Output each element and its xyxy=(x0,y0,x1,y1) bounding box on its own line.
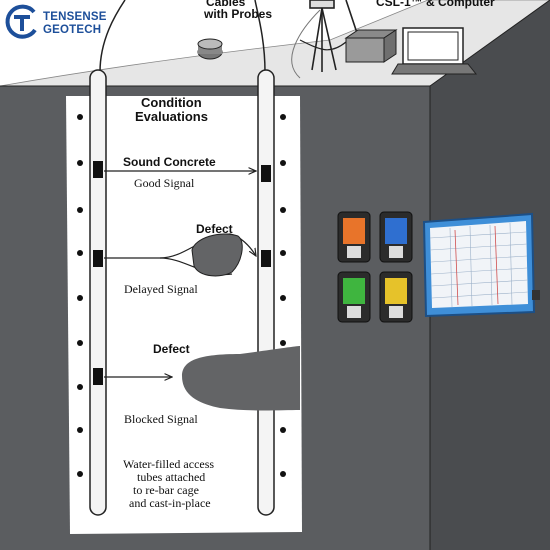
probe-cable-right xyxy=(254,0,266,73)
cable-reel xyxy=(197,38,223,60)
cable-to-computer xyxy=(299,39,347,51)
logo-line1: TENSENSE xyxy=(43,11,107,23)
caption-line1: Water-filled access xyxy=(123,457,215,471)
access-tube-left xyxy=(89,69,107,516)
sound-concrete-label: Sound Concrete xyxy=(123,155,216,169)
laptop xyxy=(391,27,478,75)
access-tube-right xyxy=(257,69,275,516)
delayed-signal-label: Delayed Signal xyxy=(124,282,198,296)
csl-devices xyxy=(337,211,413,323)
cables-label-line2: with Probes xyxy=(204,7,273,21)
monitor-display xyxy=(422,212,540,318)
caption-line2: tubes attached xyxy=(137,470,206,484)
defect-label-2: Defect xyxy=(153,342,190,356)
tripod xyxy=(309,0,359,72)
defect-void-2 xyxy=(182,346,300,411)
title-line2: Evaluations xyxy=(135,109,208,124)
defect-void-1 xyxy=(191,233,243,277)
caption-line4: and cast-in-place xyxy=(129,496,211,510)
shaft-panel xyxy=(66,96,302,534)
computer-label: CSL-1™ & Computer xyxy=(376,0,495,9)
probe-cable-left xyxy=(99,0,126,73)
title-line1: Condition xyxy=(141,95,202,110)
caption-line3: to re-bar cage xyxy=(133,483,199,497)
good-signal-label: Good Signal xyxy=(134,176,195,190)
cables-label-line1: Cables xyxy=(206,0,246,9)
blocked-signal-label: Blocked Signal xyxy=(124,412,198,426)
defect-label-1: Defect xyxy=(196,222,233,236)
logo-line2: GEOTECH xyxy=(43,24,102,36)
tensense-logo: TENSENSE GEOTECH xyxy=(4,4,124,40)
logo-icon xyxy=(5,4,37,39)
csl-unit xyxy=(344,29,398,63)
rebar-dots xyxy=(77,114,286,477)
